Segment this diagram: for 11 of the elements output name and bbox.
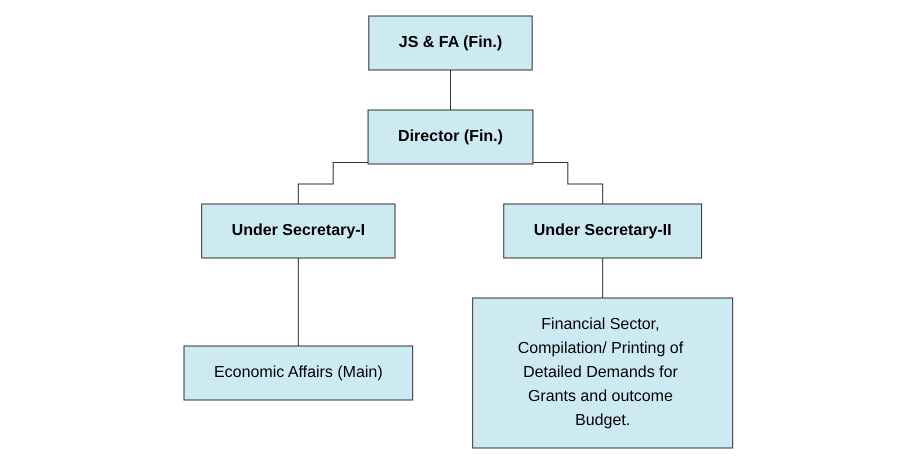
connector: [602, 257, 604, 298]
node-box: Economic Affairs (Main): [184, 345, 414, 400]
node-box: JS & FA (Fin.): [368, 15, 533, 70]
connector: [450, 69, 452, 110]
node-box: Director (Fin.): [368, 109, 534, 164]
connector: [532, 161, 604, 204]
node-box: Under Secretary-I: [201, 203, 396, 258]
node-box: Financial Sector, Compilation/ Printing of Detailed Demands for Grants and outcome Budget.: [472, 297, 734, 448]
connector: [298, 161, 369, 204]
node-box: Under Secretary-II: [503, 203, 702, 258]
connector: [298, 257, 299, 346]
